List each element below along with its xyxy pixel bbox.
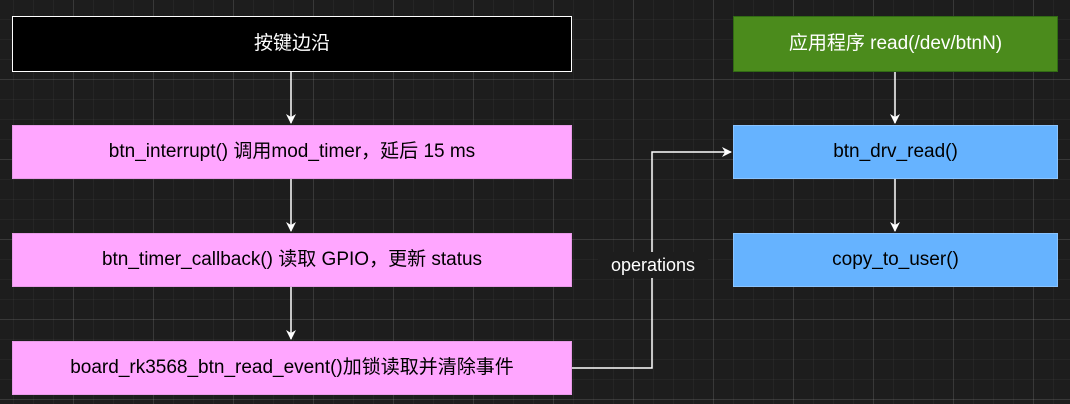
read-event-node: board_rk3568_btn_read_event()加锁读取并清除事件 bbox=[12, 341, 572, 395]
key-edge-node: 按键边沿 bbox=[12, 16, 572, 72]
btn-interrupt-node: btn_interrupt() 调用mod_timer，延后 15 ms bbox=[12, 125, 572, 179]
app-read-label: 应用程序 read(/dev/btnN) bbox=[788, 32, 1003, 54]
btn-drv-read-node: btn_drv_read() bbox=[733, 125, 1058, 179]
btn-interrupt-label: btn_interrupt() 调用mod_timer，延后 15 ms bbox=[108, 140, 476, 162]
copy-to-user-node: copy_to_user() bbox=[733, 233, 1058, 287]
btn-timer-callback-label: btn_timer_callback() 读取 GPIO，更新 status bbox=[101, 248, 483, 270]
key-edge-label: 按键边沿 bbox=[253, 32, 330, 54]
btn-drv-read-label: btn_drv_read() bbox=[833, 140, 958, 162]
operations-edge-label: operations bbox=[598, 252, 708, 278]
app-read-node: 应用程序 read(/dev/btnN) bbox=[733, 16, 1058, 72]
btn-timer-callback-node: btn_timer_callback() 读取 GPIO，更新 status bbox=[12, 233, 572, 287]
copy-to-user-label: copy_to_user() bbox=[832, 248, 959, 270]
read-event-label: board_rk3568_btn_read_event()加锁读取并清除事件 bbox=[70, 356, 514, 378]
